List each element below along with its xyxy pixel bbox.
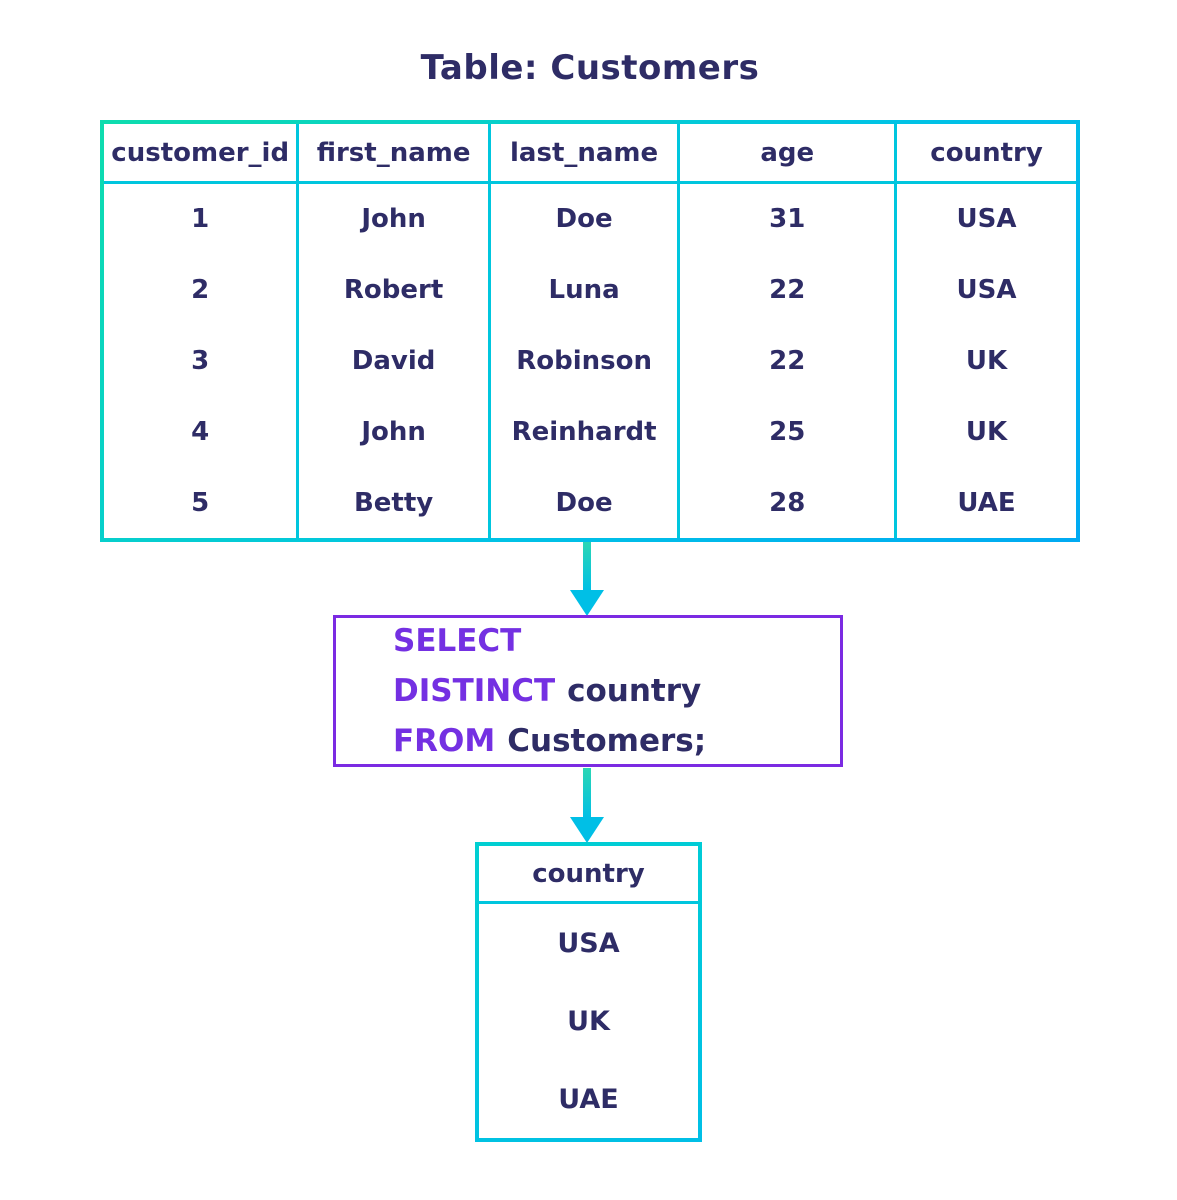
- result-table: country USA UK UAE: [475, 842, 702, 1142]
- cell-first-name: David: [299, 325, 491, 397]
- cell-last-name: Reinhardt: [491, 396, 681, 468]
- cell-customer-id: 5: [104, 467, 300, 538]
- cell-last-name: Doe: [491, 184, 681, 255]
- arrow-head: [570, 590, 604, 616]
- cell-first-name: John: [299, 184, 491, 255]
- cell-age: 28: [680, 467, 898, 538]
- cell-customer-id: 1: [104, 184, 300, 255]
- sql-query-line-1: SELECT DISTINCT country: [393, 616, 840, 716]
- cell-country: UK: [965, 345, 1008, 376]
- cell-country: UAE: [957, 487, 1016, 518]
- arrow-down-icon: [570, 768, 604, 843]
- column-header-last-name: last_name: [491, 124, 681, 181]
- result-cell: UAE: [558, 1083, 619, 1115]
- result-cell: USA: [557, 927, 620, 959]
- cell-first-name: Betty: [299, 467, 491, 538]
- sql-keyword: FROM: [393, 723, 496, 759]
- sql-identifier: Customers;: [507, 723, 707, 759]
- customers-table-header: customer_id first_name last_name age cou…: [104, 124, 1076, 184]
- arrow-down-icon: [570, 542, 604, 616]
- column-header-customer-id: customer_id: [104, 124, 300, 181]
- cell-country: USA: [956, 275, 1017, 306]
- cell-customer-id: 2: [104, 254, 300, 326]
- cell-age: 25: [680, 396, 898, 468]
- result-cell: UK: [567, 1005, 610, 1037]
- arrow-stem: [583, 768, 591, 819]
- table-row: 2 Robert Luna 22 USA: [104, 254, 1076, 326]
- cell-customer-id: 3: [104, 325, 300, 397]
- cell-last-name: Luna: [491, 254, 681, 326]
- column-header-first-name: first_name: [299, 124, 491, 181]
- cell-first-name: John: [299, 396, 491, 468]
- diagram-title: Table: Customers: [420, 48, 760, 88]
- sql-keyword: SELECT DISTINCT: [393, 623, 556, 709]
- column-header-age: age: [680, 124, 898, 181]
- arrow-stem: [583, 542, 591, 592]
- table-row: 3 David Robinson 22 UK: [104, 325, 1076, 397]
- sql-query-line-2: FROM Customers;: [393, 716, 840, 766]
- customers-table: customer_id first_name last_name age cou…: [100, 120, 1080, 542]
- cell-age: 22: [680, 254, 898, 326]
- result-column-header-country: country: [479, 846, 698, 904]
- cell-age: 31: [680, 184, 898, 255]
- cell-customer-id: 4: [104, 396, 300, 468]
- arrow-head: [570, 817, 604, 843]
- cell-age: 22: [680, 325, 898, 397]
- column-header-country: country: [930, 137, 1043, 168]
- sql-query-box: SELECT DISTINCT country FROM Customers;: [333, 615, 843, 767]
- cell-first-name: Robert: [299, 254, 491, 326]
- cell-country: UK: [965, 416, 1008, 447]
- sql-identifier: country: [567, 673, 702, 709]
- cell-last-name: Doe: [491, 467, 681, 538]
- table-row: 4 John Reinhardt 25 UK: [104, 396, 1076, 468]
- table-row: 1 John Doe 31 USA: [104, 184, 1076, 255]
- cell-last-name: Robinson: [491, 325, 681, 397]
- cell-country: USA: [956, 204, 1017, 235]
- result-table-body: USA UK UAE: [479, 904, 698, 1138]
- table-row: 5 Betty Doe 28 UAE: [104, 467, 1076, 538]
